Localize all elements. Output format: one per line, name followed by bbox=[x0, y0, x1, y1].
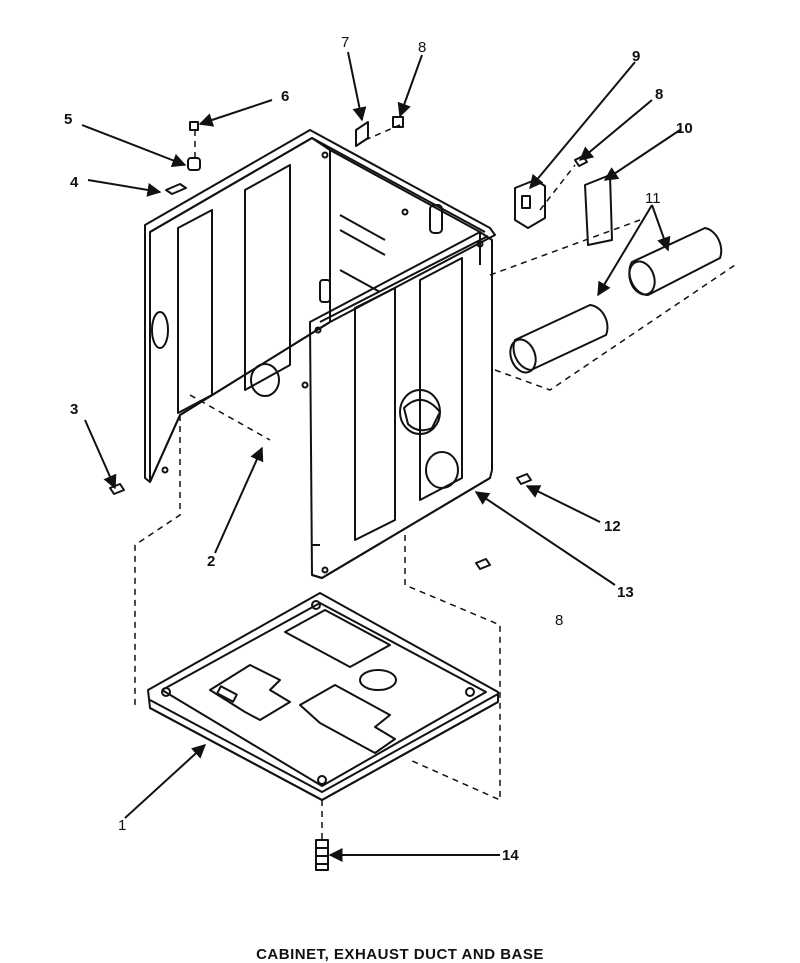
hardware-pieces bbox=[109, 116, 588, 871]
callout-8-right: 8 bbox=[655, 86, 663, 103]
exhaust-duct-parts bbox=[509, 227, 723, 374]
callout-3: 3 bbox=[70, 401, 78, 418]
callout-12: 12 bbox=[604, 518, 621, 535]
diagram-caption: CABINET, EXHAUST DUCT AND BASE bbox=[256, 946, 544, 963]
cabinet-front-panel bbox=[309, 231, 493, 579]
callout-6: 6 bbox=[281, 88, 289, 105]
callout-11: 11 bbox=[645, 190, 661, 207]
callout-labels: 1 2 3 4 5 6 7 8 8 8 9 10 11 12 13 14 bbox=[64, 34, 693, 864]
callout-13: 13 bbox=[617, 584, 634, 601]
callout-10: 10 bbox=[676, 120, 693, 137]
callout-8-bottom: 8 bbox=[555, 612, 563, 629]
callout-1: 1 bbox=[118, 817, 126, 834]
callout-4: 4 bbox=[70, 174, 79, 191]
cabinet-base bbox=[147, 592, 499, 801]
duct-cover-plate bbox=[584, 174, 613, 246]
callout-8-top: 8 bbox=[418, 39, 426, 56]
callout-14: 14 bbox=[502, 847, 519, 864]
callout-2: 2 bbox=[207, 553, 215, 570]
callout-9: 9 bbox=[632, 48, 640, 65]
cabinet-back-left-panel bbox=[144, 129, 496, 483]
leader-arrows bbox=[81, 51, 681, 862]
dashed-guides bbox=[134, 124, 736, 840]
callout-7: 7 bbox=[341, 34, 349, 51]
callout-5: 5 bbox=[64, 111, 72, 128]
